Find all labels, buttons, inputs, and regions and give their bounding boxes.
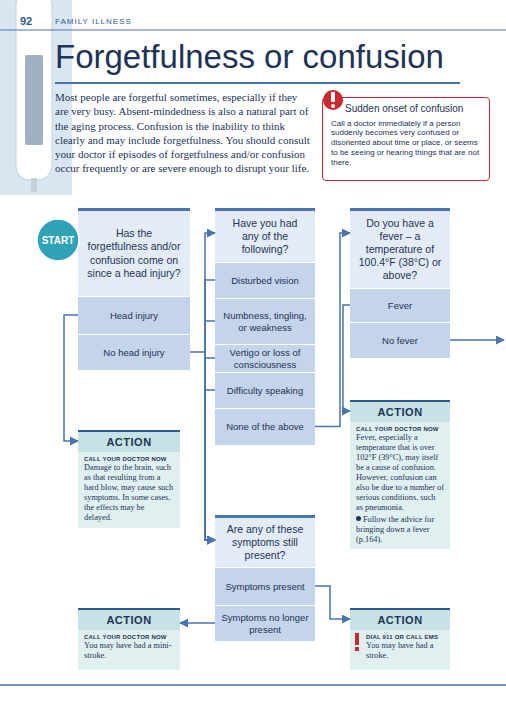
- node-text: ACTION: [350, 610, 450, 630]
- answer-box: No head injury: [78, 334, 190, 370]
- bullet-dot: [356, 516, 361, 521]
- node-text: Sudden onset of confusion: [331, 103, 481, 115]
- thermometer-tip: [31, 178, 37, 192]
- thermometer-body: [16, 0, 52, 180]
- node-text: Symptoms no longer present: [221, 612, 309, 635]
- node-text: Head injury: [110, 310, 158, 321]
- node-text: Do you have a fever – a temperature of 1…: [358, 217, 442, 283]
- node-text: DIAL 911 OR CALL EMS: [350, 630, 450, 641]
- question-box: Are any of these symptoms still present?: [215, 515, 315, 567]
- flow-connector: [190, 233, 215, 352]
- bullet-item: Follow the advice for bringing down a fe…: [350, 513, 450, 545]
- header-rule: [0, 30, 506, 31]
- node-text: Fever, especially a temperature that is …: [350, 433, 450, 513]
- node-text: START: [36, 218, 80, 262]
- answer-box: Difficulty speaking: [215, 372, 315, 408]
- node-text: Call a doctor immediately if a person su…: [331, 119, 481, 168]
- node-text: No fever: [382, 335, 418, 346]
- action-box: ACTIONCALL YOUR DOCTOR NOWFever, especia…: [350, 400, 450, 549]
- question-box: Have you had any of the following?: [215, 208, 315, 262]
- flow-connector: [205, 321, 215, 540]
- start-circle: START: [36, 218, 80, 262]
- node-text: Are any of these symptoms still present?: [223, 523, 307, 562]
- node-text: Symptoms present: [225, 581, 304, 592]
- flow-connector: [205, 280, 215, 540]
- node-text: Damage to the brain, such as that result…: [78, 463, 180, 523]
- footer-rule: [0, 684, 506, 686]
- flow-connector: [64, 315, 78, 441]
- node-text: Numbness, tingling, or weakness: [221, 310, 309, 333]
- node-text: ACTION: [78, 432, 180, 452]
- node-text: ACTION: [78, 610, 180, 630]
- answer-box: Vertigo or loss of consciousness: [215, 344, 315, 372]
- node-text: Vertigo or loss of consciousness: [221, 347, 309, 370]
- answer-box: Head injury: [78, 296, 190, 334]
- node-text: Have you had any of the following?: [223, 217, 307, 256]
- page-title: Forgetfulness or confusion: [55, 38, 495, 76]
- question-box: Do you have a fever – a temperature of 1…: [350, 208, 450, 288]
- answer-box: Symptoms present: [215, 567, 315, 605]
- action-box: ACTIONDIAL 911 OR CALL EMSYou may have h…: [350, 608, 450, 670]
- node-text: None of the above: [226, 421, 304, 432]
- node-text: You may have had a stroke.: [350, 641, 450, 661]
- action-box: ACTIONCALL YOUR DOCTOR NOWDamage to the …: [78, 430, 180, 528]
- thermometer-display: [25, 55, 43, 145]
- node-text: CALL YOUR DOCTOR NOW: [78, 630, 180, 641]
- page-number: 92: [20, 15, 32, 27]
- flow-connector: [205, 390, 215, 540]
- node-text: CALL YOUR DOCTOR NOW: [78, 452, 180, 463]
- answer-box: No fever: [350, 322, 450, 358]
- answer-box: Fever: [350, 288, 450, 322]
- bullet-text: Follow the advice for bringing down a fe…: [356, 515, 434, 544]
- node-text: Difficulty speaking: [227, 385, 303, 396]
- answer-box: None of the above: [215, 408, 315, 445]
- section-name: FAMILY ILLNESS: [55, 17, 132, 26]
- flow-connector: [180, 622, 215, 624]
- node-text: ACTION: [350, 402, 450, 422]
- flow-connector: [315, 586, 350, 619]
- flow-connector: [205, 358, 215, 540]
- node-text: No head injury: [103, 347, 164, 358]
- question-box: Has the forgetfulness and/or confusion c…: [78, 208, 190, 296]
- flow-connector: [315, 233, 350, 427]
- node-text: Has the forgetfulness and/or confusion c…: [86, 227, 182, 280]
- action-box: ACTIONCALL YOUR DOCTOR NOWYou may have h…: [78, 608, 180, 670]
- answer-box: Numbness, tingling, or weakness: [215, 298, 315, 344]
- title-rule: [55, 82, 460, 84]
- start-circle-shape: [37, 219, 79, 261]
- answer-box: Disturbed vision: [215, 262, 315, 298]
- node-text: CALL YOUR DOCTOR NOW: [350, 422, 450, 433]
- continuation-line: [450, 339, 504, 341]
- intro-text: Most people are forgetful sometimes, esp…: [55, 90, 313, 176]
- warning-box: Sudden onset of confusionCall a doctor i…: [322, 97, 490, 181]
- node-text: Disturbed vision: [231, 275, 299, 286]
- flow-connector: [343, 305, 350, 411]
- node-text: You may have had a mini-stroke.: [78, 641, 180, 661]
- answer-box: Symptoms no longer present: [215, 605, 315, 641]
- node-text: Fever: [388, 300, 412, 311]
